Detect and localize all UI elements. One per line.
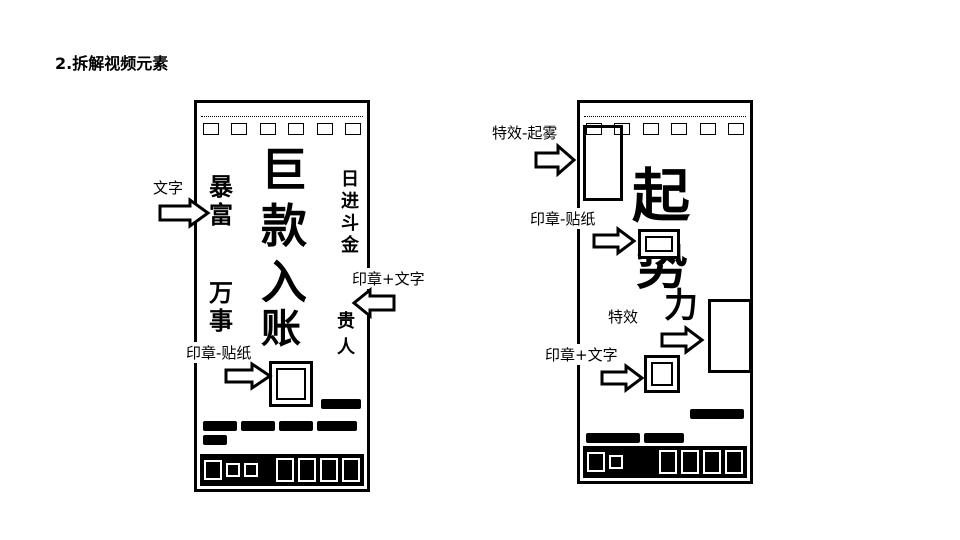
side-char: 万 — [209, 281, 233, 305]
right-char: 日 — [341, 171, 359, 189]
side-char: 富 — [209, 203, 233, 227]
seal-sticker — [269, 361, 313, 407]
share-icon — [298, 458, 316, 482]
callout-effect-rise: 特效-起雾 — [492, 122, 557, 143]
big-char: 起 — [632, 167, 690, 225]
tag — [321, 399, 361, 409]
right-char: 斗 — [341, 215, 359, 233]
arrow-right-icon — [156, 196, 212, 230]
share-icon — [659, 450, 677, 474]
right-char: 进 — [341, 193, 359, 211]
tag-row — [690, 409, 744, 419]
status-bar — [201, 106, 363, 117]
top-icon — [671, 123, 687, 135]
top-icon — [288, 123, 304, 135]
tag — [317, 421, 357, 431]
effect-frame — [708, 299, 752, 373]
arrow-right-icon — [658, 324, 706, 356]
top-icon — [345, 123, 361, 135]
seal-inner-frame — [651, 362, 673, 386]
big-char: 款 — [261, 203, 307, 249]
side-char: 暴 — [209, 175, 233, 199]
seal-sticker — [638, 229, 680, 259]
tag — [203, 435, 227, 445]
callout-text: 文字 — [153, 177, 183, 198]
callout-seal-sticker: 印章-贴纸 — [530, 208, 595, 229]
right-phone-screenshot: 起 势 力 — [577, 100, 753, 484]
tag — [241, 421, 275, 431]
left-phone-screenshot: 巨 款 入 账 暴 富 万 事 日 进 斗 金 贵 人 — [194, 100, 370, 492]
stat-group — [276, 458, 360, 482]
seal-text-stamp — [644, 355, 680, 393]
heart-icon — [703, 450, 721, 474]
profile-icon — [204, 460, 222, 480]
tag — [586, 433, 640, 443]
tag-row — [203, 421, 357, 431]
seal-inner-frame — [645, 236, 673, 252]
top-icon — [317, 123, 333, 135]
right-char: 人 — [337, 339, 355, 357]
page-title: 2.拆解视频元素 — [55, 50, 168, 74]
music-icon — [609, 455, 623, 469]
big-char: 力 — [664, 289, 698, 323]
share-icon — [681, 450, 699, 474]
music-icon — [226, 463, 240, 477]
arrow-right-icon — [590, 226, 638, 256]
bottom-bar — [583, 446, 747, 478]
arrow-right-icon — [222, 360, 274, 392]
music-icon — [244, 463, 258, 477]
arrow-left-icon — [350, 286, 398, 320]
seal-inner-frame — [276, 368, 306, 400]
share-icon — [276, 458, 294, 482]
effect-frame — [583, 125, 623, 201]
right-char: 金 — [341, 237, 359, 255]
top-icon-row — [203, 123, 361, 137]
stat-group — [659, 450, 743, 474]
bottom-bar — [200, 454, 364, 486]
profile-icon — [587, 452, 605, 472]
comment-icon — [342, 458, 360, 482]
callout-effect: 特效 — [608, 306, 638, 327]
top-icon — [203, 123, 219, 135]
arrow-right-icon — [532, 142, 578, 178]
status-bar — [584, 106, 746, 117]
top-icon — [231, 123, 247, 135]
tag — [279, 421, 313, 431]
top-icon — [700, 123, 716, 135]
side-char: 事 — [209, 309, 233, 333]
tag — [644, 433, 684, 443]
tag-row — [321, 399, 361, 409]
tag-row — [203, 435, 227, 445]
heart-icon — [320, 458, 338, 482]
comment-icon — [725, 450, 743, 474]
tag-row — [586, 433, 684, 443]
top-icon — [260, 123, 276, 135]
big-char: 入 — [261, 259, 307, 305]
tag — [690, 409, 744, 419]
tag — [203, 421, 237, 431]
big-char: 账 — [261, 309, 301, 349]
arrow-right-icon — [598, 362, 646, 394]
top-icon — [643, 123, 659, 135]
top-icon — [728, 123, 744, 135]
big-char: 巨 — [261, 147, 307, 193]
